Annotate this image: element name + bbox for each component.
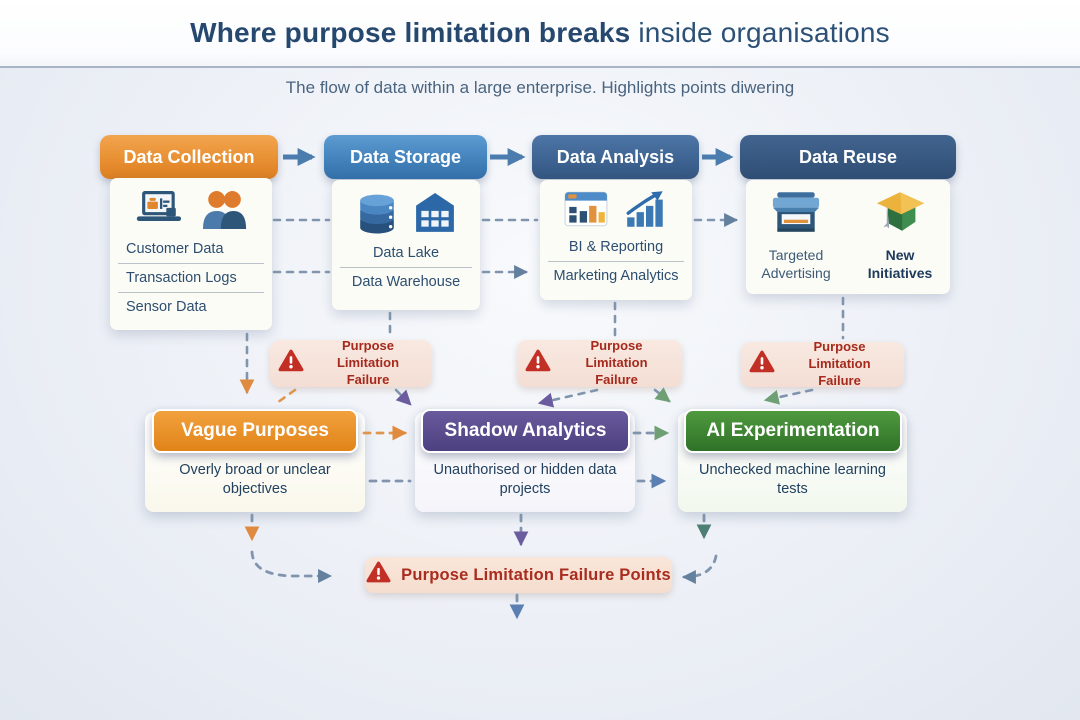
stage-item: Transaction Logs <box>126 270 237 286</box>
page-subtitle: The flow of data within a large enterpri… <box>285 78 795 97</box>
reuse-caption: Targeted Advertising <box>761 247 831 281</box>
divider <box>340 267 472 268</box>
laptop-icon <box>134 190 186 235</box>
graduation-cap-icon <box>872 190 928 239</box>
footer-badge-label: Purpose Limitation Failure Points <box>401 565 671 584</box>
growth-chart-icon <box>623 190 669 233</box>
failure-header-ai-experimentation: AI Experimentation <box>684 409 902 453</box>
stage-item: Marketing Analytics <box>553 268 679 284</box>
stage-header-data-storage: Data Storage <box>324 135 487 179</box>
stage-header-data-reuse: Data Reuse <box>740 135 956 179</box>
warning-text-line1: Purpose Limitation <box>336 338 400 371</box>
warning-triangle-icon <box>749 350 775 379</box>
database-icon <box>355 192 399 239</box>
failure-desc: Overly broad or unclear objectives <box>179 461 331 498</box>
warning-badge-3: Purpose Limitation Failure <box>741 339 904 388</box>
warning-triangle-icon <box>525 349 551 378</box>
reuse-caption: New Initiatives <box>867 247 933 281</box>
divider <box>118 263 264 264</box>
warning-text-line2: Failure <box>346 371 390 387</box>
stage-item: BI & Reporting <box>568 239 664 255</box>
failure-header-shadow-analytics: Shadow Analytics <box>421 409 630 453</box>
stage-item: Data Warehouse <box>351 274 461 290</box>
storefront-icon <box>768 190 824 239</box>
warning-text-line1: Purpose Limitation <box>808 339 871 372</box>
people-icon <box>200 190 248 235</box>
divider <box>118 292 264 293</box>
page-title-bold: Where purpose limitation breaks <box>190 17 631 48</box>
warning-triangle-icon <box>366 561 391 589</box>
failure-header-vague-purposes: Vague Purposes <box>152 409 358 453</box>
stage-item: Customer Data <box>126 241 224 257</box>
warning-text-line1: Purpose Limitation <box>585 338 648 371</box>
stage-item: Sensor Data <box>126 299 207 315</box>
page-title: Where purpose limitation breaks inside o… <box>190 17 890 49</box>
warning-badge-1: Purpose Limitation Failure <box>270 338 432 387</box>
divider <box>548 261 684 262</box>
building-icon <box>413 192 457 239</box>
dashboard-icon <box>563 190 609 233</box>
failure-desc: Unchecked machine learning tests <box>698 461 886 498</box>
failure-desc: Unauthorised or hidden data projects <box>433 461 617 498</box>
stage-header-data-collection: Data Collection <box>100 135 278 179</box>
title-band: Where purpose limitation breaks inside o… <box>0 0 1080 68</box>
footer-failure-points-badge: Purpose Limitation Failure Points <box>365 557 672 593</box>
warning-text-line2: Failure <box>595 371 638 387</box>
stage-header-data-analysis: Data Analysis <box>532 135 699 179</box>
stage-card-data-storage: Data Lake Data Warehouse <box>332 180 480 310</box>
page-title-regular: inside organisations <box>630 17 890 48</box>
stage-item: Data Lake <box>372 245 440 261</box>
warning-triangle-icon <box>278 349 304 378</box>
stage-card-data-reuse: Targeted Advertising New Initiatives <box>746 180 950 294</box>
stage-card-data-analysis: BI & Reporting Marketing Analytics <box>540 180 692 300</box>
warning-badge-2: Purpose Limitation Failure <box>517 338 682 387</box>
warning-text-line2: Failure <box>818 372 861 388</box>
stage-card-data-collection: Customer Data Transaction Logs Sensor Da… <box>110 178 272 330</box>
